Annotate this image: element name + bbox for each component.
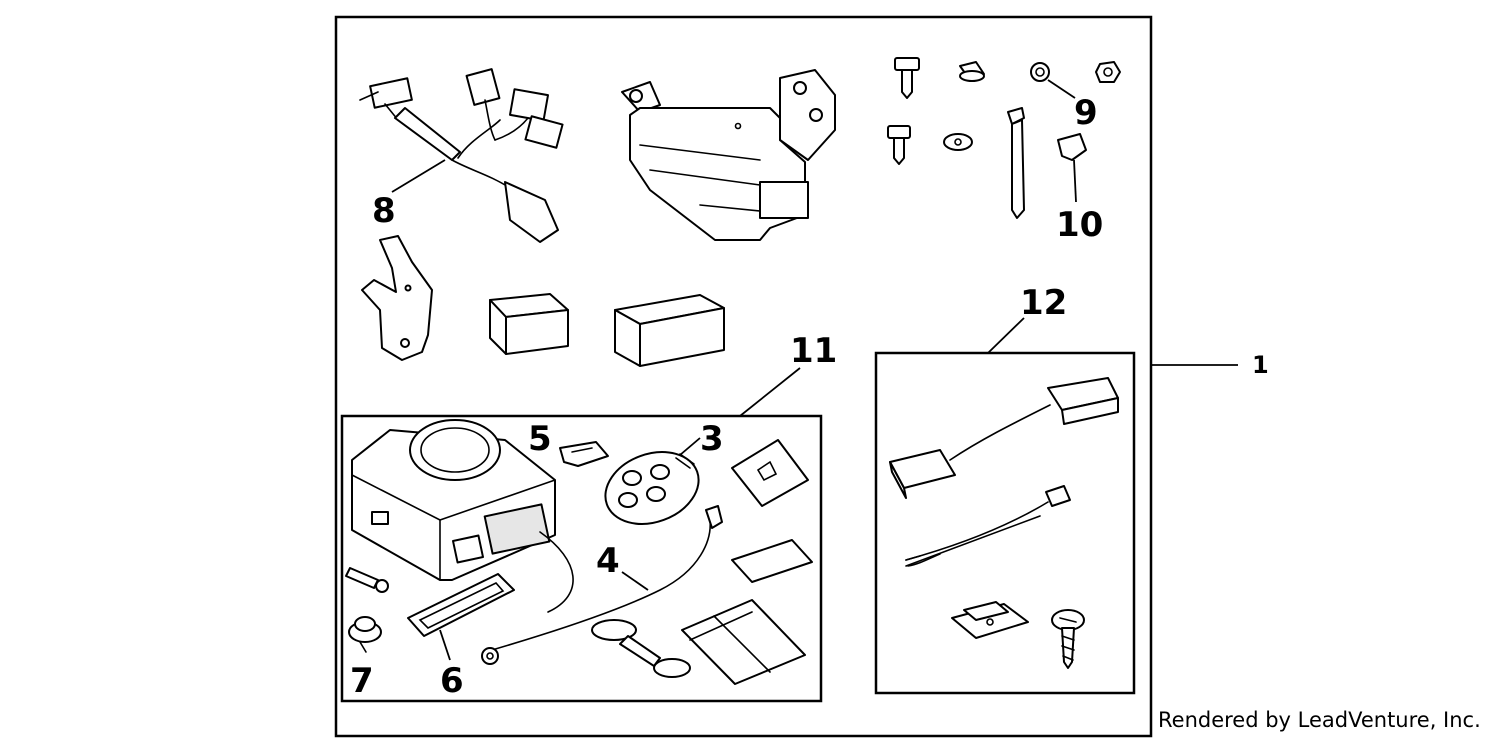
mounting-bracket <box>621 69 836 241</box>
clip-part-5 <box>559 441 609 467</box>
callout-11: 11 <box>790 331 837 371</box>
render-credit: Rendered by LeadVenture, Inc. <box>1158 708 1481 732</box>
screw-small <box>345 567 389 593</box>
mounting-clip <box>951 601 1029 639</box>
gasket-part-6 <box>407 573 515 637</box>
leader-11 <box>739 367 801 417</box>
grommet-part-7 <box>348 616 382 653</box>
leader-3 <box>679 437 701 456</box>
alarm-control-unit <box>351 419 556 581</box>
callout-12: 12 <box>1020 283 1067 323</box>
leader-12 <box>987 317 1025 354</box>
callout-4: 4 <box>596 541 620 581</box>
l-bracket <box>361 235 433 361</box>
wire-harness-part-8 <box>359 68 564 243</box>
leader-8 <box>391 159 446 193</box>
decal-card <box>731 439 809 507</box>
foam-pad-small <box>489 293 569 355</box>
cable-tie <box>905 485 1071 567</box>
callout-8: 8 <box>372 191 396 231</box>
remote-fob-part-3 <box>604 451 700 525</box>
antenna-wire-part-4 <box>481 505 723 678</box>
jumper-harness <box>889 377 1119 499</box>
callout-1: 1 <box>1252 351 1269 379</box>
callout-6: 6 <box>440 661 464 701</box>
instruction-manual <box>681 599 806 685</box>
callout-7: 7 <box>350 661 374 701</box>
foam-pad-large <box>614 294 725 367</box>
leader-4 <box>621 571 649 591</box>
leader-10 <box>1073 159 1077 203</box>
hardware-fasteners <box>887 57 1121 219</box>
callout-3: 3 <box>700 419 724 459</box>
tapping-screw <box>1051 609 1085 669</box>
label-sheet-small <box>731 539 813 583</box>
callout-5: 5 <box>528 419 552 459</box>
callout-10: 10 <box>1056 205 1103 245</box>
callout-9: 9 <box>1074 93 1098 133</box>
leader-6 <box>439 629 451 661</box>
leader-9 <box>1047 79 1076 99</box>
